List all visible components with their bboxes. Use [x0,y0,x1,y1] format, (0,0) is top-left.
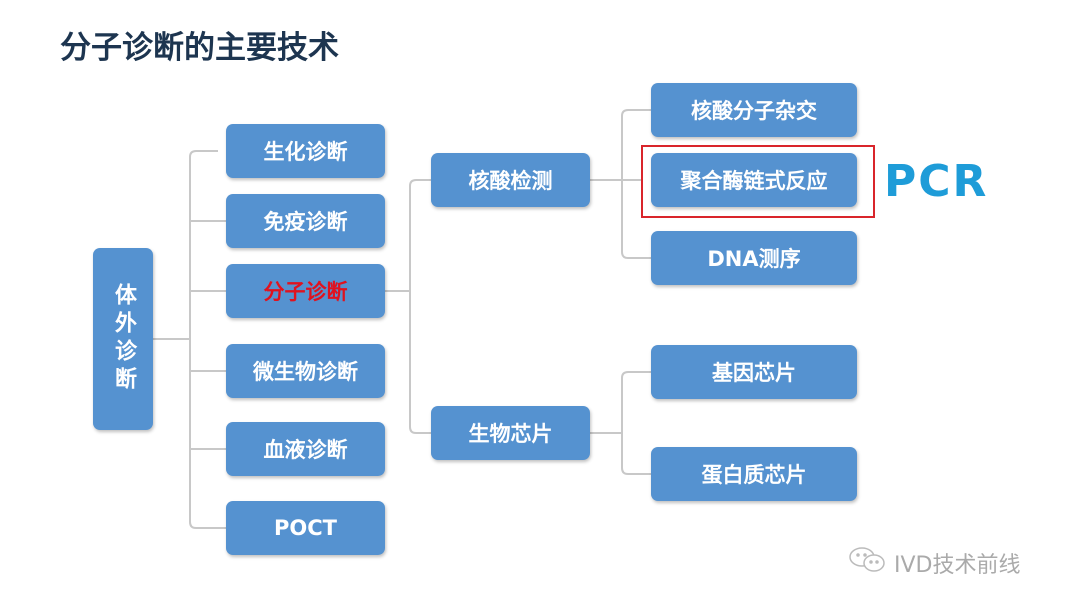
wechat-icon [848,545,888,581]
watermark: IVD技术前线 [848,545,1020,581]
node-immuno: 免疫诊断 [226,194,385,248]
watermark-text: IVD技术前线 [894,553,1021,578]
node-poct: POCT [226,501,385,555]
page-title: 分子诊断的主要技术 [60,30,339,66]
root-node: 体外诊断 [93,248,153,430]
node-microbial: 微生物诊断 [226,344,385,398]
pcr-label: PCR [884,156,989,207]
node-pcr: 聚合酶链式反应 [651,153,857,207]
node-biochemical: 生化诊断 [226,124,385,178]
node-hybridization: 核酸分子杂交 [651,83,857,137]
node-protein-chip: 蛋白质芯片 [651,447,857,501]
node-dna-sequencing: DNA测序 [651,231,857,285]
node-nucleic-acid: 核酸检测 [431,153,590,207]
node-biochip: 生物芯片 [431,406,590,460]
pcr-highlight-frame [641,145,875,218]
node-blood: 血液诊断 [226,422,385,476]
node-molecular: 分子诊断 [226,264,385,318]
node-gene-chip: 基因芯片 [651,345,857,399]
